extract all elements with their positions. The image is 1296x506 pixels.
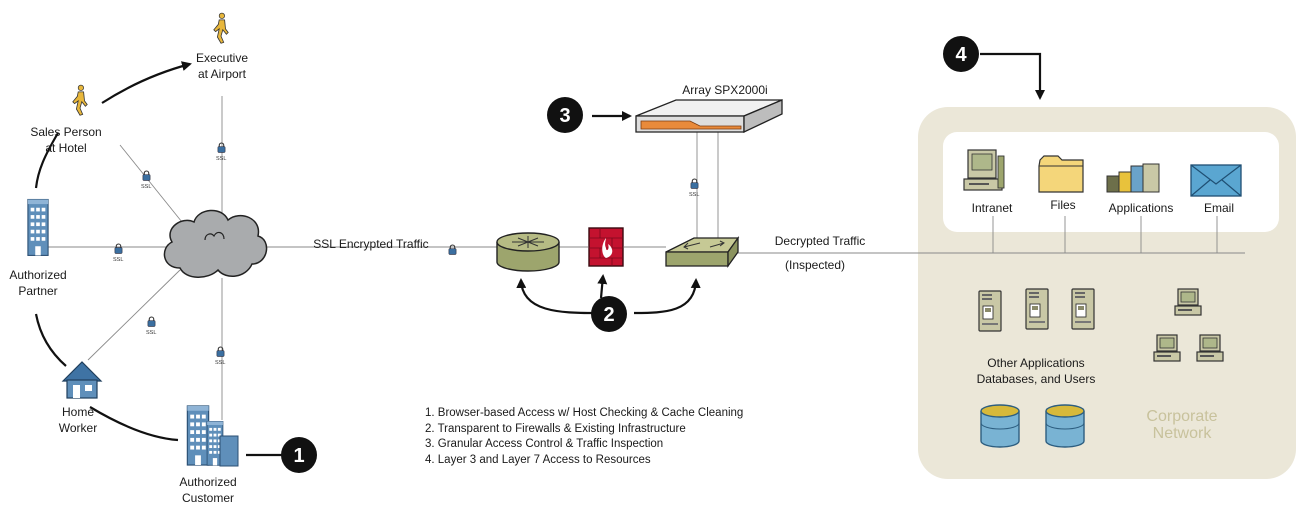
router-icon bbox=[496, 232, 560, 272]
lock-icon bbox=[217, 142, 226, 153]
email-icon bbox=[1190, 164, 1242, 197]
callout-arrows bbox=[246, 52, 1045, 457]
lock-icon bbox=[448, 244, 457, 255]
ssl-tag: SSL bbox=[216, 156, 226, 162]
database-icon bbox=[1045, 404, 1085, 448]
lock-icon bbox=[142, 170, 151, 181]
ssl-lock-icons: SSL SSL SSL SSL SSL SSL bbox=[113, 142, 699, 366]
callout-3: 3 bbox=[547, 97, 583, 133]
intranet-label: Intranet bbox=[971, 201, 1013, 215]
legend-item: 1. Browser-based Access w/ Host Checking… bbox=[425, 407, 744, 419]
database-icon bbox=[980, 404, 1020, 448]
switch-icon bbox=[665, 235, 740, 269]
sales-walker-icon bbox=[72, 84, 88, 116]
legend-item: 2. Transparent to Firewalls & Existing I… bbox=[425, 422, 686, 435]
callout-2-number: 2 bbox=[603, 304, 614, 326]
callout-1-number: 1 bbox=[293, 445, 304, 467]
lock-icon bbox=[690, 178, 699, 189]
perimeter-arcs bbox=[34, 61, 192, 442]
callout-3-number: 3 bbox=[559, 105, 570, 127]
callout-1: 1 bbox=[281, 437, 317, 473]
callout-2: 2 bbox=[591, 296, 627, 332]
legend-item: 4. Layer 3 and Layer 7 Access to Resourc… bbox=[425, 453, 651, 466]
workstation-icon bbox=[1153, 334, 1181, 362]
executive-walker-icon bbox=[213, 12, 229, 44]
email-label: Email bbox=[1203, 201, 1234, 215]
server-icon bbox=[1025, 288, 1049, 330]
house-icon bbox=[61, 361, 103, 399]
workstation-icon bbox=[1174, 288, 1202, 316]
files-label: Files bbox=[1050, 198, 1076, 212]
ssl-tag: SSL bbox=[689, 192, 699, 198]
legend-item: 3. Granular Access Control & Traffic Ins… bbox=[425, 438, 664, 450]
lock-icon bbox=[114, 243, 123, 254]
server-icon bbox=[1071, 288, 1095, 330]
callout-4-number: 4 bbox=[955, 44, 967, 66]
device-label: Array SPX2000i bbox=[682, 83, 768, 97]
decrypted-traffic-label: Decrypted Traffic bbox=[774, 234, 866, 248]
customer-building-icon bbox=[186, 405, 239, 467]
workstation-icon bbox=[1196, 334, 1224, 362]
partner-building-icon bbox=[27, 198, 49, 256]
ssl-tag: SSL bbox=[215, 360, 225, 366]
lock-icon bbox=[147, 316, 156, 327]
ssl-tag: SSL bbox=[113, 257, 123, 263]
inspected-label: (Inspected) bbox=[784, 258, 846, 272]
legend-list: 1. Browser-based Access w/ Host Checking… bbox=[425, 406, 743, 468]
lock-icon bbox=[216, 346, 225, 357]
applications-icon bbox=[1106, 163, 1160, 193]
firewall-icon bbox=[588, 227, 624, 267]
folder-icon bbox=[1038, 155, 1084, 193]
appliance-icon bbox=[635, 99, 783, 134]
server-icon bbox=[978, 290, 1002, 332]
applications-label: Applications bbox=[1108, 201, 1174, 215]
ssl-tag: SSL bbox=[141, 184, 151, 190]
ssl-traffic-label: SSL Encrypted Traffic bbox=[313, 237, 429, 251]
computer-icon bbox=[963, 149, 1005, 191]
ssl-tag: SSL bbox=[146, 330, 156, 336]
cloud-icon bbox=[163, 209, 268, 278]
callout-4: 4 bbox=[943, 36, 979, 72]
